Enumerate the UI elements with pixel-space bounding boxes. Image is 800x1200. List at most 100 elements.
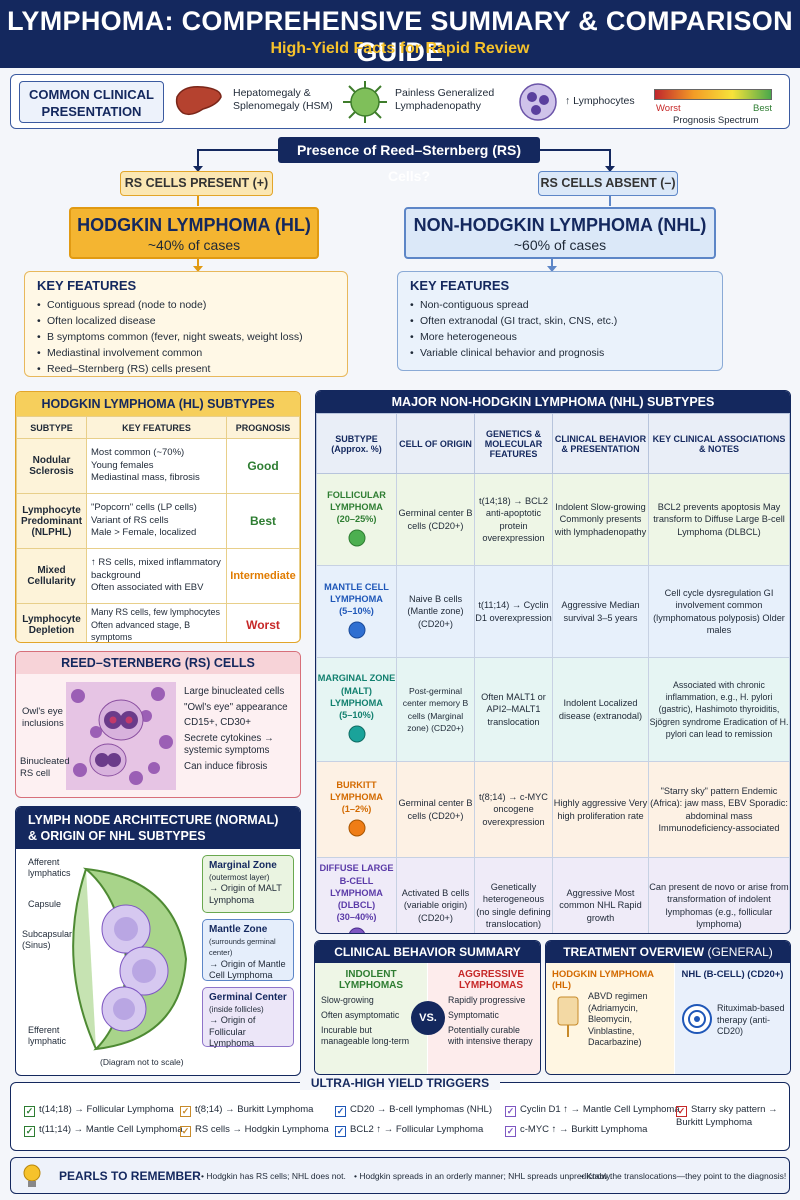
trigger-item: ✓t(14;18) → Follicular Lymphoma bbox=[24, 1104, 174, 1117]
nhl-genetics: t(14;18) → BCL2 anti-apoptotic protein o… bbox=[474, 473, 553, 566]
nhl-origin: Germinal center B cells (CD20+) bbox=[396, 761, 475, 858]
checkbox-icon: ✓ bbox=[505, 1126, 516, 1137]
rs-question: Presence of Reed–Sternberg (RS) Cells? bbox=[278, 137, 540, 184]
trigger-item: ✓Starry sky pattern → Burkitt Lymphoma bbox=[676, 1104, 778, 1128]
lymph-node-title: LYMPH NODE ARCHITECTURE (NORMAL) & ORIGI… bbox=[16, 807, 300, 849]
pearl-item: • Hodgkin has RS cells; NHL does not. bbox=[201, 1171, 346, 1181]
lymph-node-icon bbox=[343, 81, 387, 123]
nhl-origin: Naive B cells (Mantle zone) (CD20+) bbox=[396, 565, 475, 658]
non-hodgkin-box: NON-HODGKIN LYMPHOMA (NHL) ~60% of cases bbox=[404, 207, 716, 259]
capsule-label: Capsule bbox=[28, 899, 62, 909]
indolent-title: INDOLENT LYMPHOMAS bbox=[338, 969, 404, 991]
non-hodgkin-feature: Non-contiguous spread bbox=[410, 297, 710, 313]
checkbox-icon: ✓ bbox=[335, 1106, 346, 1117]
page-subtitle: High-Yield Facts for Rapid Review bbox=[270, 40, 530, 57]
hl-subtype-name: Lymphocyte Predominant (NLPHL) bbox=[16, 493, 87, 549]
nhl-subtype-cell: BURKITT LYMPHOMA(1–2%) bbox=[316, 761, 397, 858]
hl-subtypes-panel: HODGKIN LYMPHOMA (HL) SUBTYPES SUBTYPE K… bbox=[15, 391, 301, 643]
subcapsular-label: Subcapsular (Sinus) bbox=[22, 929, 73, 950]
nhl-genetics: Genetically heterogeneous (no single def… bbox=[474, 857, 553, 933]
non-hodgkin-title: NON-HODGKIN LYMPHOMA (NHL) bbox=[413, 215, 707, 235]
checkbox-icon: ✓ bbox=[24, 1106, 35, 1117]
table-row: Lymphocyte Depletion Many RS cells, few … bbox=[16, 603, 300, 642]
treatment-nhl-column: NHL (B-CELL) (CD20+) Rituximab-based the… bbox=[675, 963, 790, 1074]
rs-absent-label: RS CELLS ABSENT (–) bbox=[538, 171, 678, 196]
treatment-nhl-title: NHL (B-CELL) (CD20+) bbox=[681, 969, 784, 980]
hl-subtype-prognosis: Good bbox=[226, 438, 300, 494]
table-row: DIFFUSE LARGE B-CELL LYMPHOMA (DLBCL)(30… bbox=[316, 857, 790, 933]
owl-eye-label: Owl's eye inclusions bbox=[22, 706, 64, 729]
checkbox-icon: ✓ bbox=[24, 1126, 35, 1137]
trigger-item: ✓t(11;14) → Mantle Cell Lymphoma bbox=[24, 1124, 183, 1137]
trigger-item: ✓Cyclin D1 ↑ → Mantle Cell Lymphoma bbox=[505, 1104, 680, 1117]
pearls-panel: PEARLS TO REMEMBER • Hodgkin has RS cell… bbox=[10, 1157, 790, 1194]
non-hodgkin-percent: ~60% of cases bbox=[513, 237, 607, 253]
lymph-node-panel: LYMPH NODE ARCHITECTURE (NORMAL) & ORIGI… bbox=[15, 806, 301, 1076]
hodgkin-feature: Often localized disease bbox=[37, 313, 335, 329]
nhl-subtype-cell: MANTLE CELL LYMPHOMA(5–10%) bbox=[316, 565, 397, 658]
hodgkin-feature: Contiguous spread (node to node) bbox=[37, 297, 335, 313]
clinical-presentation-panel: COMMON CLINICAL PRESENTATION Hepatomegal… bbox=[10, 74, 790, 129]
rs-point: "Owl's eye" appearance bbox=[184, 701, 288, 713]
cell-dot-icon bbox=[348, 927, 365, 933]
hl-subtype-prognosis: Worst bbox=[226, 603, 300, 642]
hl-subtype-prognosis: Intermediate bbox=[226, 548, 300, 604]
trigger-item: ✓RS cells → Hodgkin Lymphoma bbox=[180, 1124, 329, 1137]
lymphocytes-icon bbox=[519, 83, 557, 121]
pearl-item: • Hodgkin spreads in an orderly manner; … bbox=[354, 1171, 613, 1181]
aggressive-column: AGGRESSIVE LYMPHOMAS Rapidly progressive… bbox=[428, 963, 540, 1074]
cell-dot-icon bbox=[348, 725, 365, 743]
rs-point: Can induce fibrosis bbox=[184, 760, 268, 772]
hodgkin-feature: Reed–Sternberg (RS) cells present bbox=[37, 361, 335, 377]
vs-badge: VS. bbox=[411, 1001, 445, 1035]
hl-subtype-name: Nodular Sclerosis bbox=[16, 438, 87, 494]
cell-dot-icon bbox=[348, 529, 365, 547]
rs-present-label: RS CELLS PRESENT (+) bbox=[120, 171, 273, 196]
aggressive-title: AGGRESSIVE LYMPHOMAS bbox=[457, 969, 525, 991]
nhl-genetics: Often MALT1 or API2–MALT1 translocation bbox=[474, 657, 553, 762]
table-row: MARGINAL ZONE (MALT) LYMPHOMA(5–10%) Pos… bbox=[316, 657, 790, 762]
rs-cells-panel: REED–STERNBERG (RS) CELLS Owl's eye incl… bbox=[15, 651, 301, 798]
checkbox-icon: ✓ bbox=[505, 1106, 516, 1117]
rs-point: Secrete cytokines → systemic symptoms bbox=[184, 732, 274, 757]
non-hodgkin-feature: Often extranodal (GI tract, skin, CNS, e… bbox=[410, 313, 710, 329]
hl-subtype-prognosis: Best bbox=[226, 493, 300, 549]
best-label: Best bbox=[753, 103, 773, 114]
nhl-col-header: CLINICAL BEHAVIOR & PRESENTATION bbox=[552, 413, 649, 474]
nhl-genetics: t(8;14) → c-MYC oncogene overexpression bbox=[474, 761, 553, 858]
mantle-zone-box: Mantle Zone(surrounds germinal center)→ … bbox=[202, 919, 294, 981]
nhl-subtypes-panel: MAJOR NON-HODGKIN LYMPHOMA (NHL) SUBTYPE… bbox=[315, 390, 791, 934]
prognosis-gradient bbox=[654, 89, 772, 100]
nhl-col-header: SUBTYPE (Approx. %) bbox=[316, 413, 397, 474]
treatment-hl-column: HODGKIN LYMPHOMA (HL) ABVD regimen (Adri… bbox=[546, 963, 674, 1074]
nhl-subtypes-title: MAJOR NON-HODGKIN LYMPHOMA (NHL) SUBTYPE… bbox=[316, 391, 790, 413]
lymphadenopathy-text: Painless Generalized Lymphadenopathy bbox=[395, 87, 495, 112]
hl-col-header: SUBTYPE bbox=[16, 416, 87, 439]
treatment-nhl-text: Rituximab-based therapy (anti-CD20) bbox=[717, 1003, 785, 1036]
triggers-title: ULTRA-HIGH YIELD TRIGGERS bbox=[300, 1076, 500, 1090]
nhl-behavior: Highly aggressive Very high proliferatio… bbox=[552, 761, 649, 858]
nhl-col-header: CELL OF ORIGIN bbox=[396, 413, 475, 474]
rs-cells-points: Large binucleated cells "Owl's eye" appe… bbox=[184, 686, 298, 773]
checkbox-icon: ✓ bbox=[335, 1126, 346, 1137]
hl-subtypes-table: SUBTYPE KEY FEATURES PROGNOSIS Nodular S… bbox=[16, 416, 300, 642]
lymph-node-diagram bbox=[72, 867, 188, 1051]
afferent-label: Afferent lymphatics bbox=[28, 857, 71, 878]
trigger-item: ✓t(8;14) → Burkitt Lymphoma bbox=[180, 1104, 314, 1117]
nhl-col-header: GENETICS & MOLECULAR FEATURES bbox=[474, 413, 553, 474]
cell-dot-icon bbox=[348, 819, 365, 837]
non-hodgkin-feature: Variable clinical behavior and prognosis bbox=[410, 345, 710, 361]
iv-bag-icon bbox=[557, 996, 579, 1037]
liver-icon bbox=[175, 85, 222, 116]
nhl-subtypes-table: SUBTYPE (Approx. %) CELL OF ORIGIN GENET… bbox=[316, 413, 790, 933]
cell-dot-icon bbox=[348, 621, 365, 639]
marginal-zone-box: Marginal Zone(outermost layer)→ Origin o… bbox=[202, 855, 294, 913]
diagram-note: (Diagram not to scale) bbox=[100, 1057, 184, 1067]
table-row: FOLLICULAR LYMPHOMA(20–25%) Germinal cen… bbox=[316, 473, 790, 566]
non-hodgkin-feature: More heterogeneous bbox=[410, 329, 710, 345]
nhl-notes: Can present de novo or arise from transf… bbox=[648, 857, 790, 933]
efferent-label: Efferent lymphatic bbox=[28, 1025, 67, 1046]
nhl-genetics: t(11;14) → Cyclin D1 overexpression bbox=[474, 565, 553, 658]
target-icon bbox=[682, 1004, 712, 1034]
